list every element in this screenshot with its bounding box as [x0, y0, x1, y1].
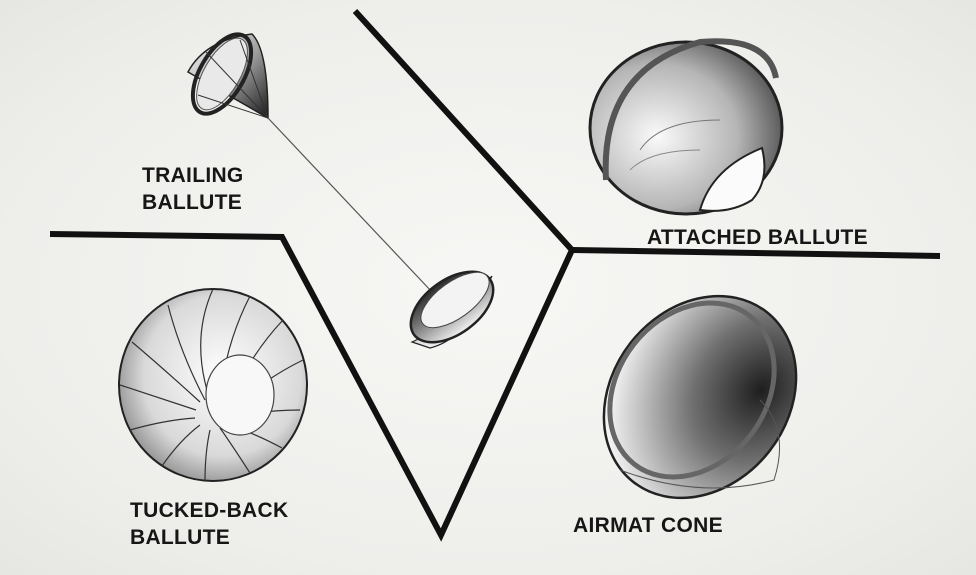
label-airmat-cone: AIRMAT CONE — [573, 512, 723, 539]
attached-ballute-drawing — [590, 41, 782, 214]
trailing-ballute-drawing — [181, 25, 432, 292]
airmat-cone-drawing — [564, 258, 836, 537]
label-tucked-back-ballute: TUCKED-BACK BALLUTE — [130, 497, 288, 551]
label-trailing-ballute: TRAILING BALLUTE — [142, 162, 244, 216]
tucked-back-ballute-drawing — [119, 289, 307, 481]
label-attached-ballute: ATTACHED BALLUTE — [647, 224, 868, 251]
divider-top — [355, 11, 572, 250]
